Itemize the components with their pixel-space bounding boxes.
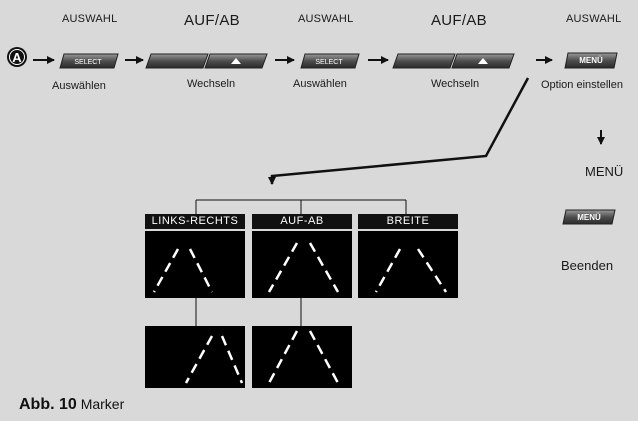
select-button-1-label: SELECT	[74, 59, 102, 66]
menu-button-top[interactable]: MENÜ	[564, 52, 618, 69]
step-label-wechseln-1: Wechseln	[187, 78, 236, 90]
up-arrow-icon	[231, 58, 241, 64]
header-auswahl-3: AUSWAHL	[566, 13, 622, 25]
header-auswahl-1: AUSWAHL	[62, 13, 118, 25]
updown-rocker-2[interactable]	[392, 53, 515, 69]
figure-title: Marker	[80, 396, 125, 412]
tab-auf-ab: AUF-AB	[252, 214, 352, 229]
side-menu-label: MENÜ	[585, 164, 624, 179]
tab-links-rechts: LINKS-RECHTS	[145, 214, 245, 229]
updown-rocker-1[interactable]	[145, 53, 268, 69]
header-aufab-1: AUF/AB	[184, 12, 240, 29]
header-auswahl-2: AUSWAHL	[298, 13, 354, 25]
select-button-2-label: SELECT	[315, 59, 343, 66]
step-a-marker: A	[7, 47, 27, 67]
side-end-label: Beenden	[561, 258, 614, 273]
step-label-option-einstellen: Option einstellen	[541, 79, 623, 91]
preview-links-rechts	[145, 231, 245, 298]
preview-auf-ab	[252, 231, 352, 298]
connector-line	[268, 77, 530, 185]
tab-breite: BREITE	[358, 214, 458, 229]
header-aufab-2: AUF/AB	[431, 12, 487, 29]
preview-auf-ab-shifted	[252, 326, 352, 388]
preview-links-rechts-shifted	[145, 326, 245, 388]
figure-number: Abb. 10	[19, 396, 77, 413]
menu-button-side[interactable]: MENÜ	[562, 209, 616, 225]
select-button-1[interactable]: SELECT	[59, 53, 119, 69]
step-label-auswaehlen-2: Auswählen	[293, 78, 347, 90]
up-arrow-icon	[478, 58, 488, 64]
down-key-1	[145, 53, 209, 69]
select-button-2[interactable]: SELECT	[300, 53, 360, 69]
preview-breite	[358, 231, 458, 298]
step-a-letter: A	[12, 50, 22, 65]
figure-caption: Abb. 10 Marker	[19, 396, 124, 414]
down-key-2	[392, 53, 456, 69]
flow-arrows	[33, 56, 605, 145]
step-label-wechseln-2: Wechseln	[431, 78, 480, 90]
menu-button-side-label: MENÜ	[577, 213, 601, 222]
step-label-auswaehlen-1: Auswählen	[52, 80, 106, 92]
menu-button-top-label: MENÜ	[579, 56, 603, 65]
tree-branches	[195, 199, 407, 326]
